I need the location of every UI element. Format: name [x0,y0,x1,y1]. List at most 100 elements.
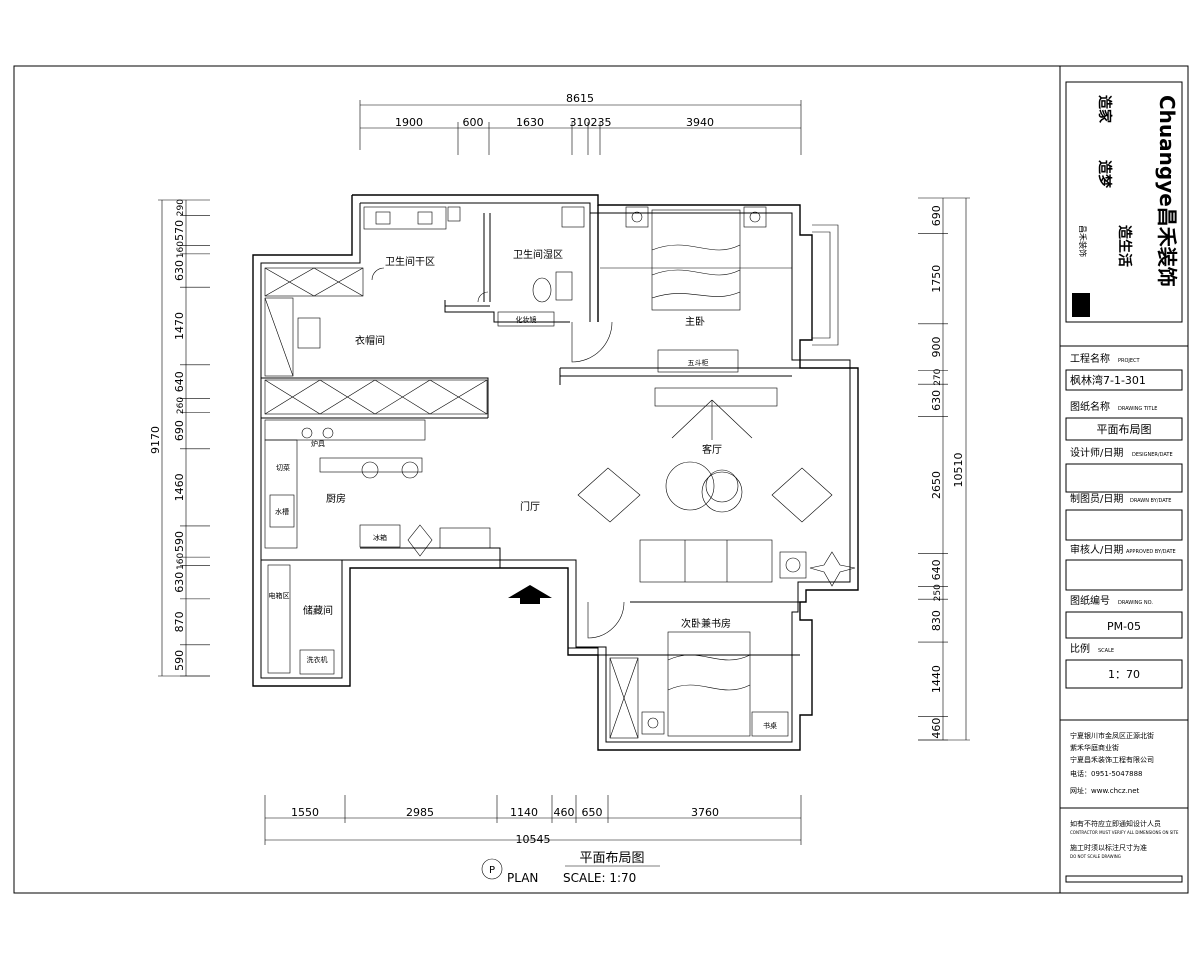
seal-icon [1072,293,1090,317]
desk-label: 书桌 [763,721,777,730]
number-sub: DRAWING NO. [1118,600,1153,606]
room-bath-dry: 卫生间干区 [385,255,435,268]
left-dim-10: 590 [173,531,186,552]
plan-scale: SCALE: 1:70 [563,871,636,885]
project-label: 工程名称 [1070,352,1110,365]
top-dim-5: 235 [591,116,612,129]
storage-fixtures: 电箱区 储藏间 洗衣机 [267,564,335,675]
designer-sub: DESIGNER/DATE [1132,452,1173,458]
left-dim-5: 1470 [173,312,186,340]
top-dim-1: 1900 [395,116,423,129]
right-dimensions: 10510 6901750900270630265064025083014404… [918,197,970,741]
bottom-dim-4: 460 [554,806,575,819]
note-2: 施工时须以标注尺寸为准 [1070,843,1147,852]
number-value: PM-05 [1107,620,1141,633]
room-kitchen: 厨房 [326,492,346,505]
scale-sub: SCALE [1098,648,1114,654]
mirror-label: 化妆镜 [516,315,537,324]
sheet-border [13,65,1061,894]
room-second: 次卧兼书房 [681,617,731,630]
note-1: 如有不符应立即通知设计人员 [1070,819,1161,828]
bottom-dim-3: 1140 [510,806,538,819]
bottom-dim-1: 1550 [291,806,319,819]
outer-walls [252,194,859,751]
top-dim-3: 1630 [516,116,544,129]
left-dim-3: 160 [176,241,186,258]
entrance-arrow-icon [508,585,552,604]
bathroom-fixtures: 化妆镜 卫生间干区 卫生间湿区 [363,206,585,327]
address-3: 宁夏昌禾装饰工程有限公司 [1070,755,1154,764]
top-dim-2: 600 [463,116,484,129]
title-block: Chuangye昌禾装饰 造家 造梦 造生活 昌禾装饰 工程名称 PROJECT… [1060,81,1188,883]
left-dim-12: 630 [173,572,186,593]
top-dim-6: 3940 [686,116,714,129]
right-dim-5: 630 [930,390,943,411]
room-master: 主卧 [685,315,705,328]
designer-label: 设计师/日期 [1070,446,1123,459]
plan-label: PLAN [507,871,538,885]
address-2: 紫禾华庭商业街 [1070,743,1119,752]
right-dim-4: 270 [933,368,943,385]
slogan-1: 造家 [1096,95,1113,124]
bottom-dim-2: 2985 [406,806,434,819]
wardrobe-fixtures: 衣帽间 [264,267,488,415]
fridge-label: 冰箱 [373,533,387,542]
right-dim-6: 2650 [930,471,943,499]
right-dim-10: 1440 [930,665,943,693]
phone: 电话：0951-5047888 [1070,769,1143,778]
right-dim-2: 1750 [930,265,943,293]
address-1: 宁夏银川市金凤区正源北街 [1070,731,1154,740]
number-label: 图纸编号 [1070,594,1110,607]
cut-label: 切菜 [276,463,290,472]
scale-value: 1：70 [1108,668,1140,681]
note-1-sub: CONTRACTOR MUST VERIFY ALL DIMENSIONS ON… [1070,830,1179,835]
left-dim-4: 630 [173,260,186,281]
kitchen-fixtures: 炉具 切菜 水槽 冰箱 厨房 [264,419,491,557]
project-value: 枫林湾7-1-301 [1070,373,1146,387]
right-dim-7: 640 [930,559,943,580]
bottom-dim-5: 650 [582,806,603,819]
room-bath-wet: 卫生间湿区 [513,248,563,261]
left-total-dim: 9170 [149,426,162,454]
left-dim-8: 690 [173,420,186,441]
top-dim-4: 310 [570,116,591,129]
washer-label: 洗衣机 [307,655,328,664]
stove-label: 炉具 [311,439,325,448]
drawing-label: 图纸名称 [1070,400,1110,413]
drawing-value: 平面布局图 [1097,423,1152,436]
trunk-label: 五斗柜 [688,358,709,367]
second-bedroom: 书桌 次卧兼书房 [609,617,789,739]
sink-label: 水槽 [275,507,289,516]
plan-title: P 平面布局图 PLAN SCALE: 1:70 [481,851,660,885]
bottom-total-dim: 10545 [516,833,551,846]
left-dim-2: 570 [173,220,186,241]
slogan-3: 造生活 [1116,225,1133,267]
project-sub: PROJECT [1118,358,1141,364]
room-living: 客厅 [702,443,722,456]
right-dim-11: 460 [930,718,943,739]
drafter-sub: DRAWN BY/DATE [1130,498,1171,504]
top-total-dim: 8615 [566,92,594,105]
bottom-dimensions: 1550 2985 1140 460 650 3760 10545 [264,795,802,846]
right-dim-8: 250 [933,584,943,601]
left-dim-6: 640 [173,371,186,392]
drawing-sub: DRAWING TITLE [1118,406,1157,412]
left-dim-14: 590 [173,650,186,671]
right-total-dim: 10510 [952,453,965,488]
left-dim-9: 1460 [173,473,186,501]
left-dim-11: 160 [176,553,186,570]
plan-title-text: 平面布局图 [579,851,644,866]
plan-marker: P [489,865,495,876]
website: 网址：www.chcz.net [1070,786,1140,795]
right-dim-1: 690 [930,205,943,226]
brand-text: Chuangye昌禾装饰 [1155,95,1179,287]
title-block-frame [1059,65,1189,894]
living-room: 客厅 门厅 [508,387,856,604]
top-dimensions: 8615 1900 600 1630 310 235 3940 [359,92,802,155]
left-dim-1: 290 [176,199,186,216]
checker-label: 审核人/日期 [1070,543,1123,556]
master-bedroom: 五斗柜 主卧 [600,206,792,373]
left-dimensions: 9170 29057016063014706402606901460590160… [149,199,210,677]
